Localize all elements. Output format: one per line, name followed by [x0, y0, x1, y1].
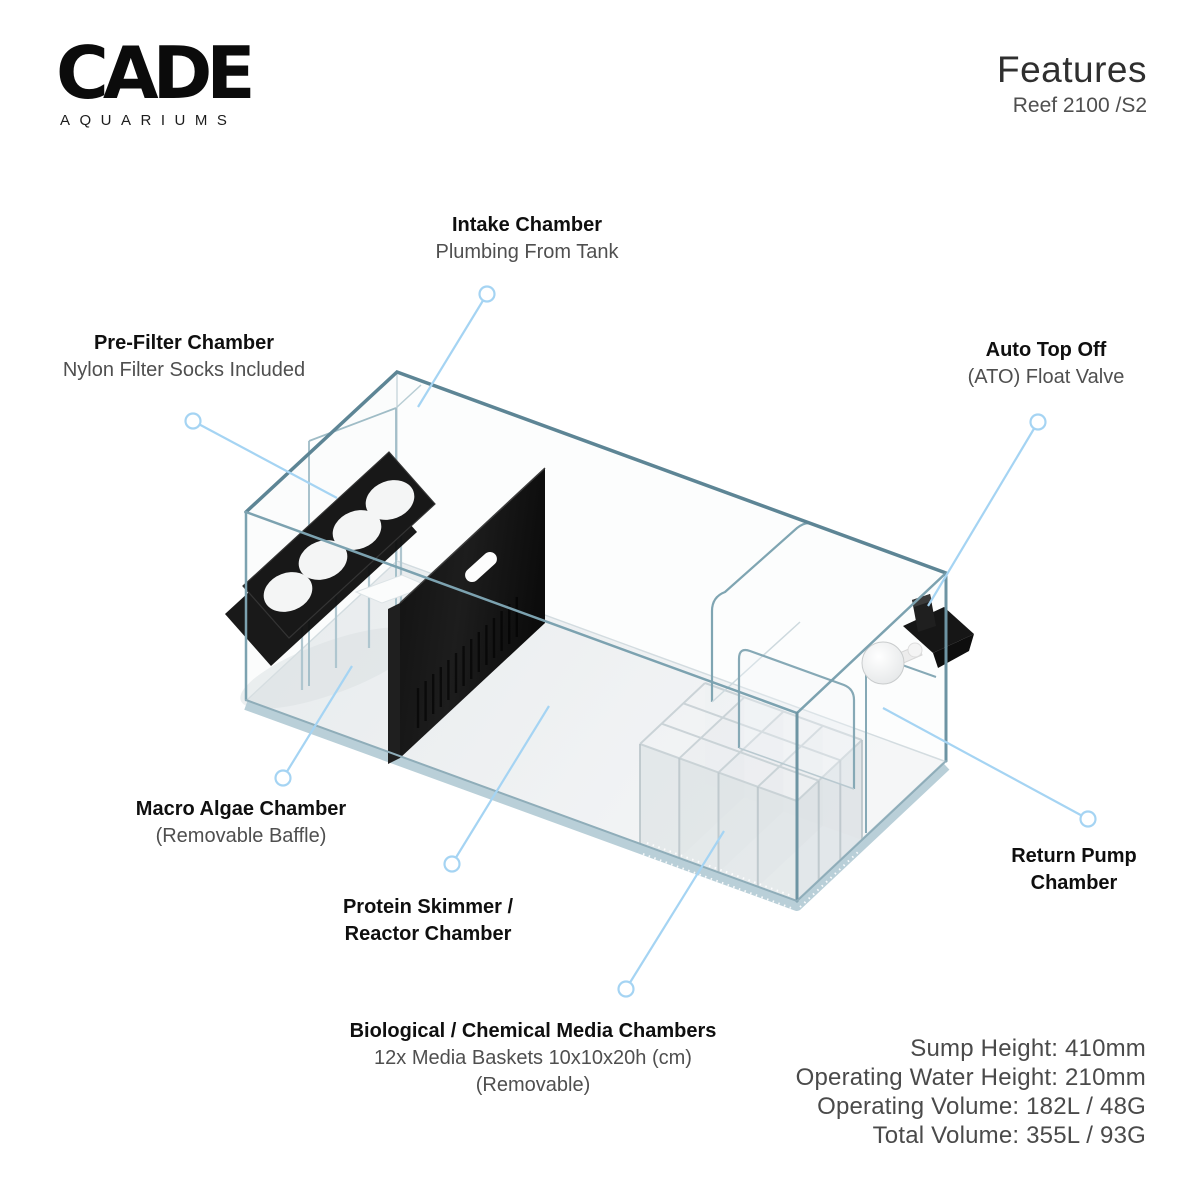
- tray-floor-shadow: [240, 627, 420, 709]
- slotted-baffle: [388, 467, 546, 764]
- leader-line-bio: [625, 830, 725, 990]
- tray-rim: [242, 451, 436, 639]
- inner-glass-edge: [395, 384, 422, 409]
- inner-glass-edge: [308, 407, 397, 442]
- media-baskets: [639, 682, 863, 910]
- leader-line-ato: [927, 421, 1039, 607]
- top-back-edges: [244, 369, 948, 575]
- float-ball: [861, 641, 905, 685]
- tank-edges: [244, 369, 948, 903]
- leader-lines: [192, 293, 1089, 990]
- sock-hole: [263, 572, 313, 612]
- sock-hole: [332, 510, 382, 550]
- leader-dot-macro: [274, 769, 292, 787]
- leader-line-macro: [282, 665, 353, 779]
- base-trim: [244, 700, 950, 911]
- leader-dot-ato: [1029, 413, 1047, 431]
- back-right-wall: [397, 372, 946, 761]
- leader-dot-bio: [617, 980, 635, 998]
- leader-line-skimmer: [451, 705, 550, 865]
- leader-dot-prefilter: [184, 412, 202, 430]
- leader-dot-return: [1079, 810, 1097, 828]
- baffle-flange: [388, 603, 400, 764]
- leader-line-intake: [417, 293, 488, 408]
- sock-holes: [263, 480, 415, 612]
- valve-fitting: [907, 642, 923, 658]
- valve-cap: [912, 594, 932, 607]
- baffle-slots: [416, 597, 518, 728]
- baffle-handle: [465, 551, 497, 583]
- basket-right-face: [797, 740, 862, 901]
- leader-line-return: [882, 707, 1089, 820]
- leader-dot-skimmer: [443, 855, 461, 873]
- basket-top-rims: [639, 682, 863, 802]
- sock-hole: [365, 480, 415, 520]
- bottom-front-edges: [245, 699, 947, 903]
- baffle-top-edge: [399, 467, 546, 604]
- sock-hole: [298, 540, 348, 580]
- leader-dot-intake: [478, 285, 496, 303]
- leader-line-prefilter: [192, 420, 338, 499]
- valve-bracket-flap: [933, 634, 974, 668]
- basket-perforations: [642, 842, 859, 910]
- baffle-face: [400, 468, 545, 758]
- leader-dots: [184, 285, 1097, 998]
